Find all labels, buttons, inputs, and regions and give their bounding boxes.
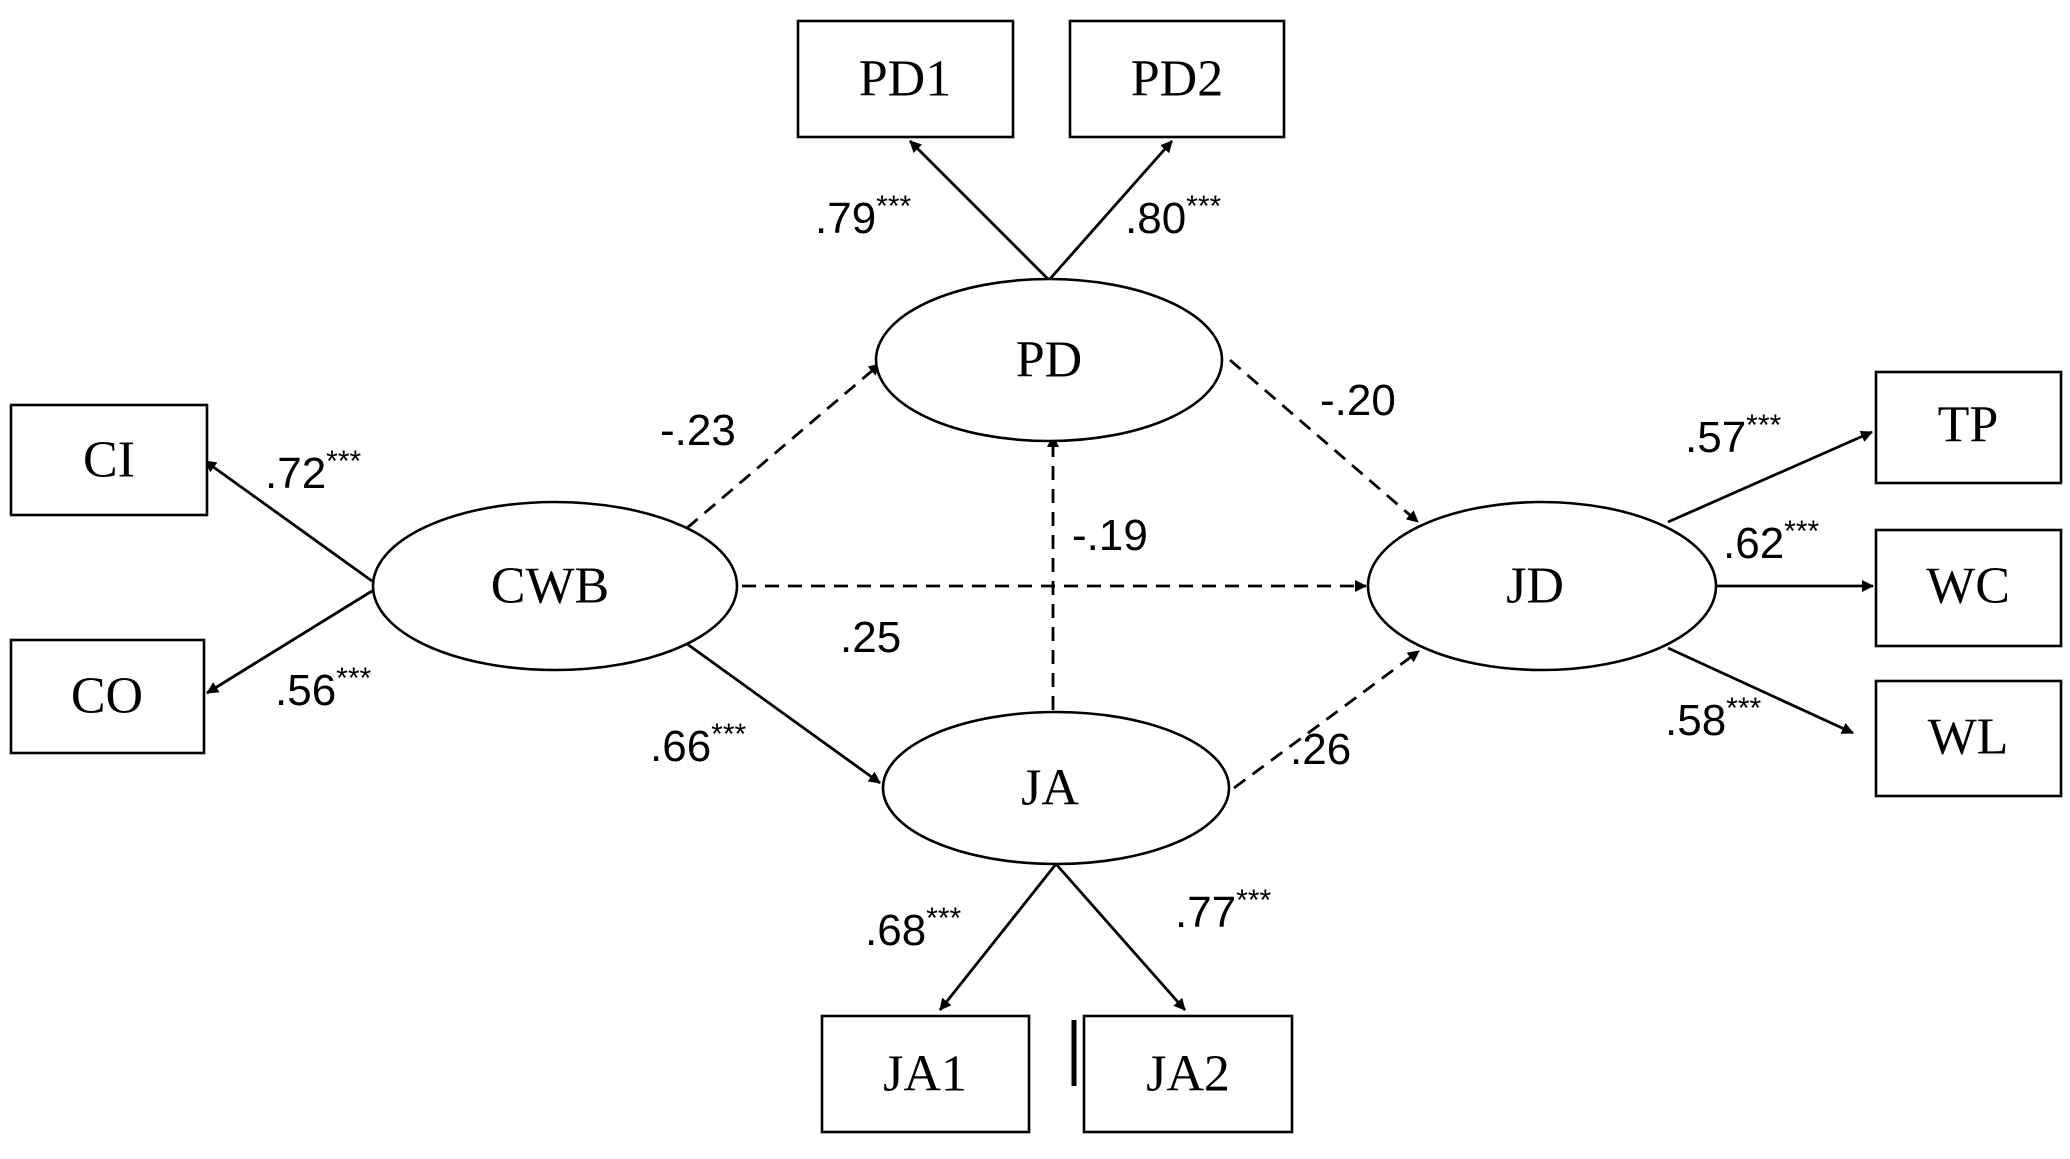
coef-pd-pd1-value: .79 (815, 194, 876, 243)
node-pd2-label: PD2 (1131, 51, 1223, 108)
node-ja1: JA1 (820, 1014, 1031, 1134)
path-pd-pd2 (1047, 140, 1174, 281)
path-ja-jd (1233, 649, 1420, 790)
coef-pd-pd2-sig: *** (1186, 190, 1221, 223)
node-ja: JA (881, 710, 1231, 866)
path-pd-pd1 (909, 140, 1050, 281)
node-pd-label: PD (1016, 332, 1082, 389)
coef-jd-wl: .58*** (1665, 692, 1762, 745)
node-wc-label: WC (1926, 558, 2010, 615)
coef-jd-wc-sig: *** (1784, 515, 1819, 548)
coef-jd-tp: .57*** (1685, 409, 1782, 462)
coef-jd-wl-sig: *** (1726, 692, 1761, 725)
coef-cwb-ci-sig: *** (326, 445, 361, 478)
coef-cwb-co-value: .56 (275, 666, 336, 715)
node-ja2: JA2 (1082, 1014, 1294, 1134)
node-wl: WL (1874, 679, 2063, 798)
node-ci-label: CI (83, 432, 135, 489)
node-pd2: PD2 (1068, 19, 1286, 139)
node-pd1-label: PD1 (859, 51, 951, 108)
coef-pd-pd1: .79*** (815, 190, 912, 243)
node-ja2-label: JA2 (1146, 1046, 1230, 1103)
coef-ja-ja2-sig: *** (1236, 884, 1271, 917)
coef-pd-pd2-value: .80 (1125, 194, 1186, 243)
coef-pd-pd1-sig: *** (876, 190, 911, 223)
coefficient-labels: .72*** .56*** .79*** .80*** -.23 -.20 -.… (265, 190, 1820, 955)
node-pd1: PD1 (796, 19, 1015, 139)
node-wl-label: WL (1928, 709, 2009, 766)
indicator-boxes: PD1 PD2 CI CO JA1 JA2 TP WC (9, 19, 2063, 1134)
path-pd-jd (1229, 358, 1419, 524)
path-ja-ja2 (1054, 863, 1187, 1011)
coef-cwb-ci-value: .72 (265, 449, 326, 498)
coef-ja-ja1-value: .68 (865, 906, 926, 955)
path-cwb-ja (682, 639, 881, 785)
coef-cwb-jd: .25 (840, 613, 901, 662)
node-wc: WC (1874, 528, 2063, 648)
coef-ja-ja1-sig: *** (926, 902, 961, 935)
node-pd: PD (874, 277, 1224, 443)
node-ja1-label: JA1 (883, 1046, 967, 1103)
coef-jd-wc-value: .62 (1723, 519, 1784, 568)
coef-jd-tp-value: .57 (1685, 413, 1746, 462)
coef-cwb-ja: .66*** (650, 718, 747, 771)
node-tp: TP (1874, 370, 2063, 485)
node-co-label: CO (71, 668, 143, 725)
path-cwb-pd (686, 362, 881, 530)
node-co: CO (9, 638, 206, 755)
node-cwb-label: CWB (491, 558, 609, 615)
coef-cwb-pd: -.23 (660, 406, 736, 455)
node-cwb: CWB (371, 500, 739, 672)
node-jd: JD (1366, 500, 1718, 672)
coef-jd-wl-value: .58 (1665, 696, 1726, 745)
coef-ja-pd: -.19 (1072, 511, 1148, 560)
node-tp-label: TP (1938, 397, 1999, 454)
latent-ellipses: PD CWB JA JD (371, 277, 1718, 866)
node-jd-label: JD (1506, 558, 1564, 615)
coef-cwb-co-sig: *** (336, 662, 371, 695)
coef-ja-ja2-value: .77 (1175, 888, 1236, 937)
coef-ja-ja1: .68*** (865, 902, 962, 955)
path-ja-ja1 (938, 863, 1058, 1011)
path-jd-wl (1667, 646, 1854, 735)
node-ja-label: JA (1021, 760, 1079, 817)
coef-cwb-ja-sig: *** (711, 718, 746, 751)
coef-ja-ja2: .77*** (1175, 884, 1272, 937)
node-ci: CI (9, 403, 209, 517)
coef-jd-tp-sig: *** (1746, 409, 1781, 442)
paths (204, 140, 1874, 1011)
coef-pd-jd: -.20 (1320, 376, 1396, 425)
coef-cwb-co: .56*** (275, 662, 372, 715)
coef-pd-pd2: .80*** (1125, 190, 1222, 243)
coef-ja-jd: .26 (1290, 725, 1351, 774)
coef-cwb-ci: .72*** (265, 445, 362, 498)
coef-jd-wc: .62*** (1723, 515, 1820, 568)
path-jd-tp (1667, 430, 1873, 524)
coef-cwb-ja-value: .66 (650, 722, 711, 771)
path-cwb-ci (204, 459, 373, 583)
path-cwb-co (206, 589, 373, 695)
